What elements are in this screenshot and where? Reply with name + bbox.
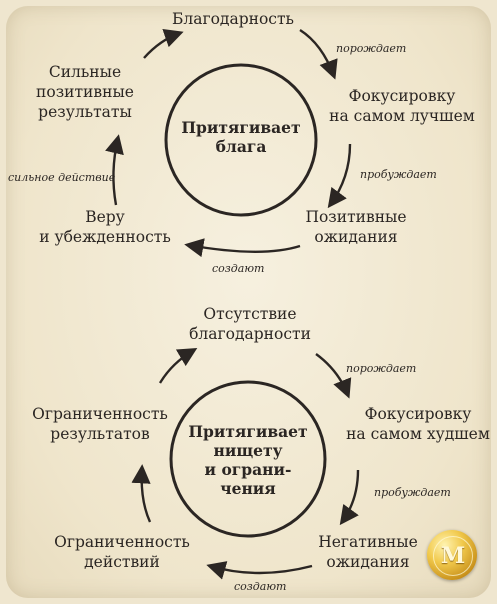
arrow-results-to-gratitude [143,29,184,59]
top-node-expectations: Позитивные ожидания [305,208,407,246]
top-verb-awakens: пробуждает [360,168,437,181]
top-center-label: Притягивает блага [181,118,301,156]
arrow-expectations-to-faith [184,238,301,258]
top-verb-create: создают [212,262,265,275]
bottom-center-circle [169,380,327,538]
bottom-center-label: Притягивает нищету и ограни- чения [188,422,308,498]
bottom-verb-generates: порождает [346,362,417,375]
arrow-expectations-to-actions [206,561,313,580]
top-node-faith: Веру и убежденность [39,208,171,246]
logo-letter: M [433,536,473,576]
top-center-circle [164,63,318,217]
arrow-no-gratitude-to-focus [315,353,352,399]
bottom-verb-create: создают [234,580,287,593]
arrow-actions-to-no-gratitude [158,348,198,384]
top-verb-strong-action: сильное действие [8,171,116,184]
arrow-focus-to-expectations-bottom [339,469,360,526]
bottom-node-focus: Фокусировку на самом худшем [346,405,490,443]
bottom-node-expectations: Негативные ожидания [318,533,418,571]
bottom-node-no-gratitude: Отсутствие благодарности [189,305,311,343]
bottom-node-actions: Ограниченность действий [54,533,190,571]
arrow-gratitude-to-focus [299,28,338,80]
arrow-focus-to-expectations [327,143,352,209]
top-node-focus: Фокусировку на самом лучшем [329,87,475,125]
top-node-results: Сильные позитивные результаты [36,63,134,121]
gold-coin-logo: M [427,530,477,580]
diagram-card [6,6,491,598]
bottom-verb-awakens: пробуждает [374,486,451,499]
arrow-faith-to-results [105,134,124,206]
bottom-node-results: Ограниченность результатов [32,405,168,443]
top-verb-generates: порождает [336,42,407,55]
top-node-gratitude: Благодарность [172,10,294,28]
arrow-results-to-actions [131,464,152,523]
